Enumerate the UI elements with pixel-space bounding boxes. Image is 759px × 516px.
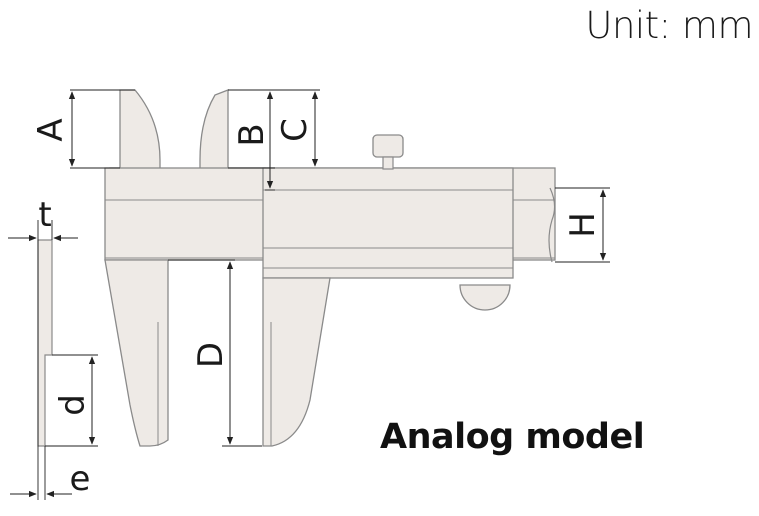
beam-break — [548, 187, 556, 263]
slider-housing — [262, 167, 514, 279]
dim-e-label: e — [70, 459, 91, 499]
unit-label: Unit: mm — [585, 4, 753, 47]
dim-t-label: t — [38, 195, 51, 235]
dim-small-d-label: d — [53, 394, 93, 416]
dim-a-label: A — [31, 118, 71, 141]
thumb-roller — [459, 284, 511, 311]
lower-sliding-jaw — [262, 277, 331, 447]
dim-h-label: H — [563, 212, 603, 238]
depth-bar-side-view — [37, 239, 53, 447]
dim-d-label: D — [191, 342, 231, 368]
lower-fixed-jaw — [104, 259, 169, 447]
dim-b-label: B — [232, 123, 272, 146]
lock-screw-head — [372, 134, 404, 158]
lock-screw-stem — [382, 156, 394, 170]
model-caption: Analog model — [380, 417, 645, 457]
dim-c-label: C — [275, 118, 315, 142]
